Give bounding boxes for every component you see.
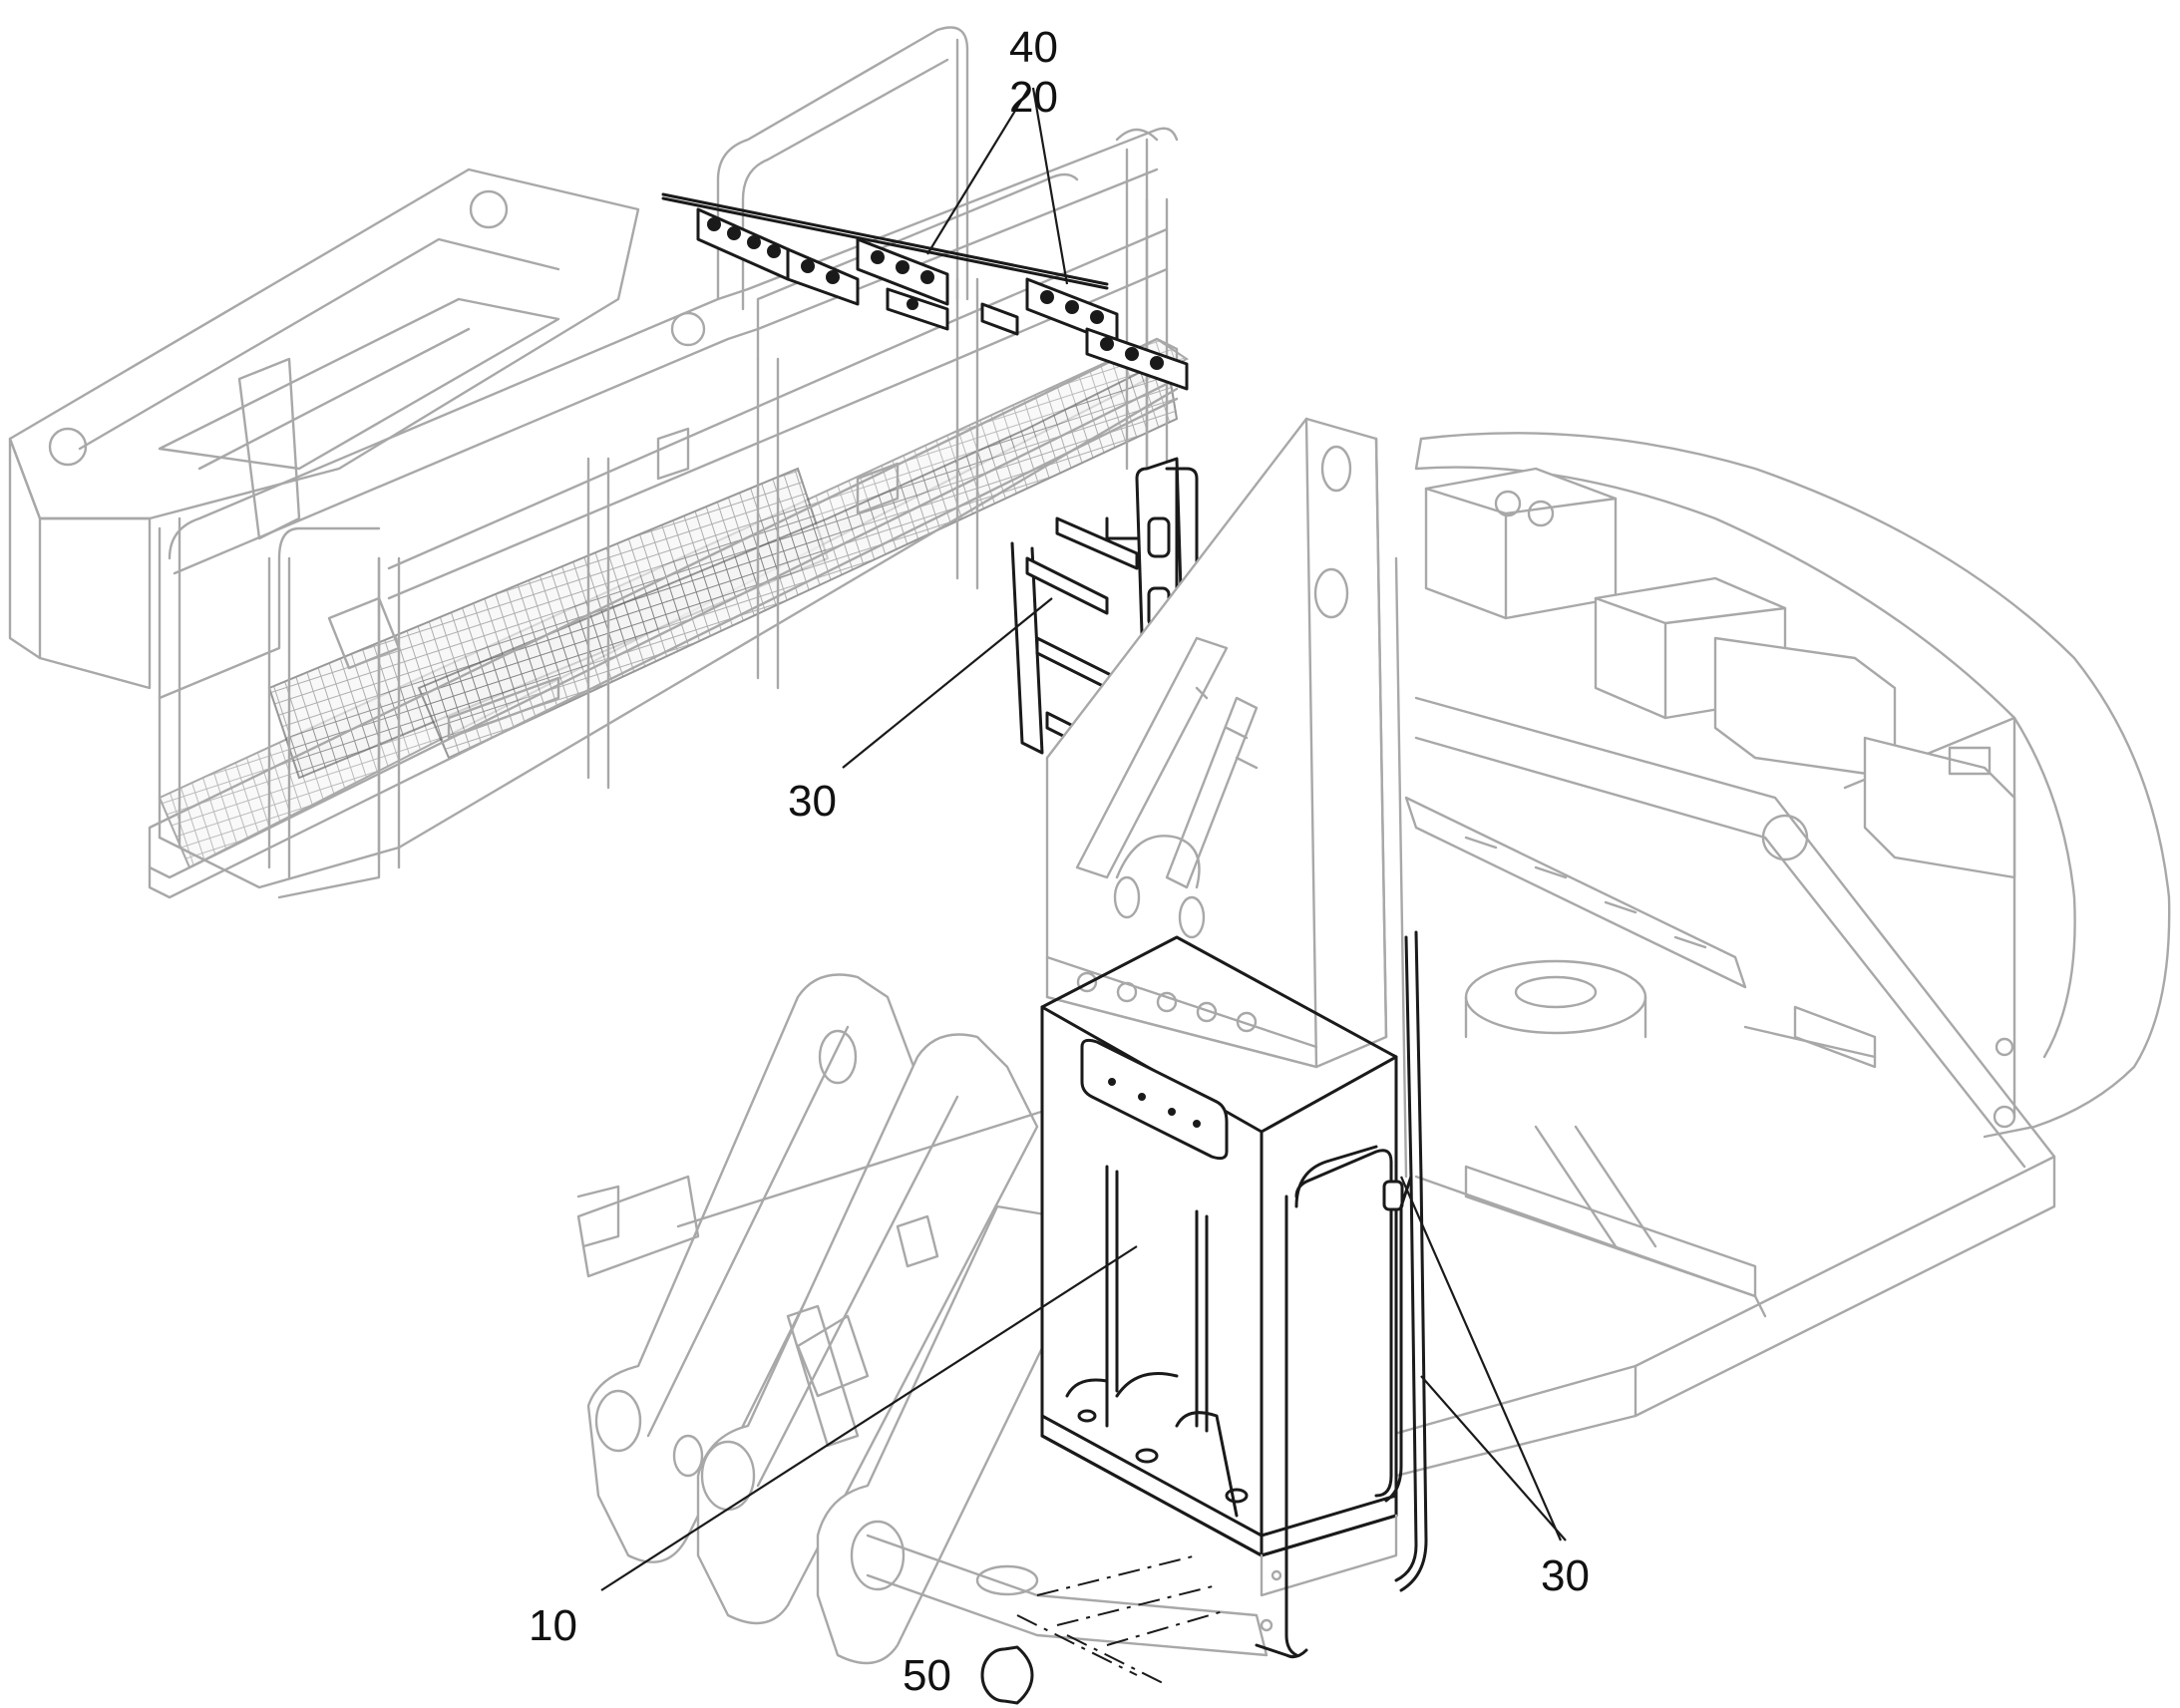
light-cluster-right: [980, 277, 1189, 391]
callout-20: 20: [1009, 73, 1058, 122]
leader-10: [600, 1245, 1138, 1591]
boom-foot-brackets: [576, 973, 1269, 1665]
leader-20-b: [1031, 87, 1069, 285]
leader-20-a: [926, 87, 1030, 255]
upperstructure-frame: [1314, 432, 2171, 1498]
light-bar-assembly: [661, 192, 1189, 391]
walkway-platform: [8, 26, 1189, 899]
boom-tower: [1045, 417, 1408, 1179]
callout-10: 10: [529, 1601, 577, 1650]
handrails-side: [1255, 930, 1428, 1659]
box-frame-assembly: [1040, 935, 1398, 1632]
callout-30-ladder: 30: [788, 777, 837, 826]
callout-30-rails: 30: [1541, 1551, 1590, 1600]
leader-30-rails-a: [1399, 1176, 1563, 1541]
leader-30-ladder: [842, 597, 1053, 769]
light-cluster-center: [856, 237, 949, 331]
leader-lines: [600, 87, 1567, 1591]
cap-part: [980, 1554, 1228, 1705]
leader-30-rails-b: [1420, 1375, 1567, 1541]
callout-labels: 40 20 30 10 30 50: [529, 23, 1590, 1700]
callout-40: 40: [1009, 23, 1058, 72]
light-cluster-left: [696, 207, 860, 306]
callout-50: 50: [903, 1651, 951, 1700]
